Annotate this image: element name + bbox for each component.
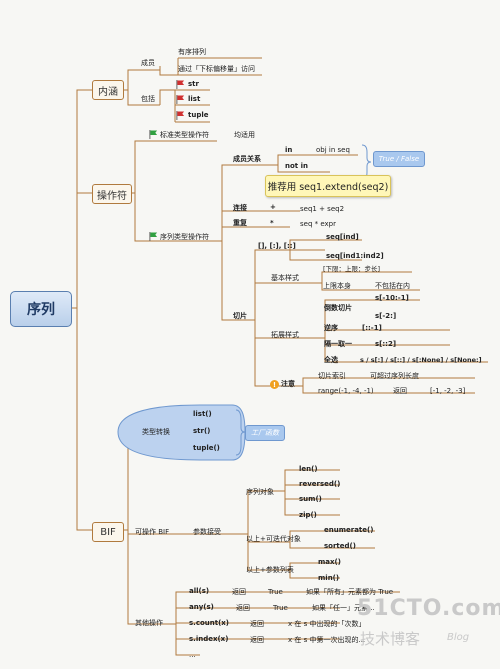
- expr-rev: [::-1]: [362, 324, 382, 332]
- label-chengyuan-guanxi: 成员关系: [233, 155, 261, 163]
- desc-all: 如果「所有」元素都为 True: [306, 588, 394, 596]
- expr-range: range(-1, -4, -1): [318, 387, 374, 395]
- label-chongfu: 重复: [233, 219, 247, 227]
- func-sum: sum(): [299, 495, 322, 503]
- expr-s-neg2: s[-2:]: [375, 312, 397, 320]
- func-tuple: tuple(): [193, 444, 220, 452]
- label-tuozhan: 拓展样式: [271, 331, 299, 339]
- func-zip: zip(): [299, 511, 317, 519]
- green-flag-icon: [149, 130, 158, 139]
- kw-in: in: [285, 146, 293, 154]
- label-xulie-obj: 序列对象: [246, 488, 274, 496]
- label-nixu: 逆序: [324, 324, 338, 332]
- func-enumerate: enumerate(): [324, 526, 374, 534]
- green-flag-icon: [149, 232, 158, 241]
- label-fanhui: 返回: [393, 387, 407, 395]
- callout-extend[interactable]: 推荐用 seq1.extend(seq2): [265, 175, 391, 197]
- label-shangxian: 上限本身: [323, 282, 351, 290]
- func-len: len(): [299, 465, 318, 473]
- ret-count: 返回: [250, 620, 264, 628]
- desc-count: x 在 s 中出现的「次数」: [288, 620, 366, 628]
- label-baokuo: 包括: [141, 95, 155, 103]
- label-tongguo: 通过「下标偏移量」访问: [178, 65, 255, 73]
- label-leixing: 类型转换: [142, 428, 170, 436]
- ret-index: 返回: [250, 636, 264, 644]
- label-xiaxian: [下限：上限：步长]: [323, 265, 381, 273]
- tag-factory: 工厂函数: [245, 425, 285, 441]
- label-qiepian-suoyin: 切片索引: [318, 372, 346, 380]
- label-kecaozuo: 可操作 BIF: [135, 528, 170, 536]
- tag-truefalse: True / False: [373, 151, 425, 167]
- label-xulie-op: 序列类型操作符: [160, 233, 209, 241]
- label-yishang-diedai: 以上+可迭代对象: [246, 535, 301, 543]
- label-dots: ...: [189, 651, 196, 659]
- expr-plus: seq1 + seq2: [300, 205, 345, 213]
- watermark-site: 51CTO.com: [357, 596, 500, 621]
- label-biaozhun: 标准类型操作符: [160, 131, 209, 139]
- red-flag-icon: [176, 95, 185, 104]
- expr-seq-ind: seq[ind]: [326, 233, 359, 241]
- label-kechaoguo: 可超过序列长度: [370, 372, 419, 380]
- label-junshiyong: 均适用: [234, 131, 255, 139]
- val-any: True: [273, 604, 288, 612]
- func-index: s.index(x): [189, 635, 229, 643]
- desc-index: x 在 s 中第一次出现的...: [288, 636, 366, 644]
- label-daoshu: 倒数切片: [324, 304, 352, 312]
- label-geyi: 隔一取一: [324, 340, 352, 348]
- label-qita: 其他操作: [135, 619, 163, 627]
- func-str: str(): [193, 427, 211, 435]
- expr-all-forms: s / s[:] / s[::] / s[:None] / s[None:]: [360, 356, 482, 364]
- func-max: max(): [318, 558, 341, 566]
- op-plus: +: [270, 203, 276, 211]
- op-star: *: [270, 219, 274, 227]
- label-zhuyi: 注意: [281, 380, 295, 388]
- root-node[interactable]: 序列: [10, 291, 72, 327]
- func-count: s.count(x): [189, 619, 230, 627]
- label-yishang-canshu: 以上+参数列表: [246, 566, 294, 574]
- label-quanxuan: 全选: [324, 356, 338, 364]
- expr-in: obj in seq: [316, 146, 350, 154]
- func-reversed: reversed(): [299, 480, 341, 488]
- ret-all: 返回: [232, 588, 246, 596]
- type-list: list: [188, 95, 201, 103]
- func-list: list(): [193, 410, 212, 418]
- func-all: all(s): [189, 587, 210, 595]
- warning-icon: !: [270, 380, 279, 389]
- func-any: any(s): [189, 603, 214, 611]
- label-jiben: 基本样式: [271, 274, 299, 282]
- expr-star: seq * expr: [300, 220, 336, 228]
- expr-range-result: [-1, -2, -3]: [430, 387, 466, 395]
- type-tuple: tuple: [188, 111, 209, 119]
- ret-any: 返回: [236, 604, 250, 612]
- label-canshu: 参数接受: [193, 528, 221, 536]
- node-neihan[interactable]: 内涵: [92, 80, 124, 100]
- desc-any: 如果「任一」元素...: [312, 604, 375, 612]
- type-str: str: [188, 80, 199, 88]
- kw-notin: not in: [285, 162, 308, 170]
- node-caozuofu[interactable]: 操作符: [92, 184, 132, 204]
- red-flag-icon: [176, 80, 185, 89]
- val-all: True: [268, 588, 283, 596]
- watermark-blog: Blog: [447, 632, 470, 643]
- func-min: min(): [318, 574, 340, 582]
- label-lianjie: 连接: [233, 204, 247, 212]
- label-brackets: [], [:], [::]: [258, 242, 296, 250]
- expr-seq-ind2: seq[ind1:ind2]: [326, 252, 384, 260]
- red-flag-icon: [176, 111, 185, 120]
- watermark-sub: 技术博客: [360, 630, 421, 648]
- label-bubaokuo: 不包括在内: [375, 282, 410, 290]
- func-sorted: sorted(): [324, 542, 356, 550]
- label-chengyuan: 成员: [141, 59, 155, 67]
- label-qiepian: 切片: [233, 312, 247, 320]
- expr-step2: s[::2]: [375, 340, 397, 348]
- label-youxu: 有序排列: [178, 48, 206, 56]
- expr-s-neg10: s[-10:-1]: [375, 294, 409, 302]
- node-bif[interactable]: BIF: [92, 522, 124, 542]
